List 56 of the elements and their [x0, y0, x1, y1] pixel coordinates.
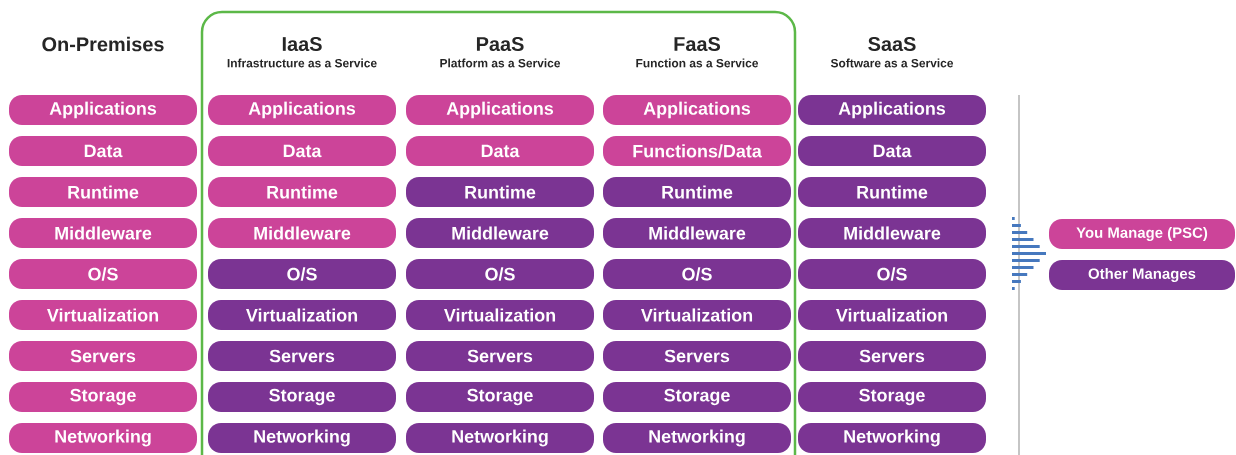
layer-pill: O/S	[798, 259, 986, 289]
column-subtitle: Infrastructure as a Service	[227, 58, 377, 68]
layer-pill: Virtualization	[208, 300, 396, 330]
layer-pill: O/S	[406, 259, 594, 289]
layer-pill: Networking	[208, 423, 396, 453]
layer-pill: Networking	[603, 423, 791, 453]
layer-pill: Virtualization	[406, 300, 594, 330]
layer-pill: Storage	[208, 382, 396, 412]
layer-pill: Middleware	[9, 218, 197, 248]
layer-pill: Middleware	[406, 218, 594, 248]
layer-pill: Middleware	[603, 218, 791, 248]
layer-pill: Servers	[208, 341, 396, 371]
column-heading: IaaS	[282, 36, 322, 52]
layer-pill: Servers	[406, 341, 594, 371]
layer-pill: Virtualization	[603, 300, 791, 330]
layer-pill: Servers	[603, 341, 791, 371]
layer-pill: Data	[9, 136, 197, 166]
layer-pill: Applications	[798, 95, 986, 125]
layer-pill: O/S	[208, 259, 396, 289]
layer-pill: Functions/Data	[603, 136, 791, 166]
column-subtitle: Platform as a Service	[440, 58, 561, 68]
layer-pill: Virtualization	[9, 300, 197, 330]
legend-pill: Other Manages	[1049, 260, 1235, 290]
layer-pill: Applications	[603, 95, 791, 125]
layer-pill: Storage	[406, 382, 594, 412]
layer-pill: Applications	[208, 95, 396, 125]
column-heading: On-Premises	[42, 36, 164, 52]
layer-pill: Middleware	[798, 218, 986, 248]
layer-pill: Runtime	[9, 177, 197, 207]
layer-pill: Servers	[798, 341, 986, 371]
column-heading: SaaS	[868, 36, 916, 52]
layer-pill: Runtime	[208, 177, 396, 207]
column-subtitle: Software as a Service	[830, 58, 954, 68]
layer-pill: Runtime	[798, 177, 986, 207]
layer-pill: Virtualization	[798, 300, 986, 330]
layer-pill: Runtime	[603, 177, 791, 207]
layer-pill: Data	[798, 136, 986, 166]
layer-pill: Storage	[9, 382, 197, 412]
layer-pill: Applications	[406, 95, 594, 125]
layer-pill: Applications	[9, 95, 197, 125]
layer-pill: Data	[208, 136, 396, 166]
legend-pill: You Manage (PSC)	[1049, 219, 1235, 249]
layer-pill: Servers	[9, 341, 197, 371]
column-subtitle: Function as a Service	[636, 58, 759, 68]
layer-pill: O/S	[603, 259, 791, 289]
layer-pill: Networking	[798, 423, 986, 453]
layer-pill: Data	[406, 136, 594, 166]
column-heading: FaaS	[674, 36, 721, 52]
layer-pill: Middleware	[208, 218, 396, 248]
layer-pill: Runtime	[406, 177, 594, 207]
layer-pill: Networking	[9, 423, 197, 453]
layer-pill: O/S	[9, 259, 197, 289]
layer-pill: Networking	[406, 423, 594, 453]
layer-pill: Storage	[798, 382, 986, 412]
column-heading: PaaS	[476, 36, 524, 52]
layer-pill: Storage	[603, 382, 791, 412]
